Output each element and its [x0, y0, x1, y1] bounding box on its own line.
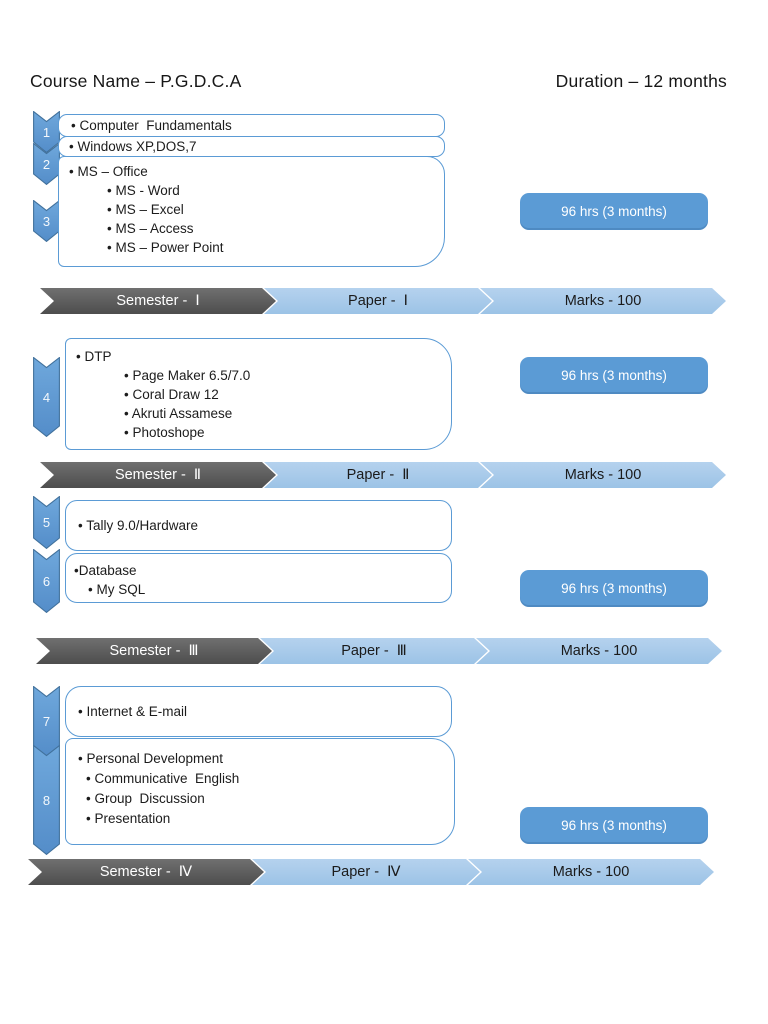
step-number: 2 [42, 156, 51, 172]
topic-line: • Page Maker 6.5/7.0 [124, 368, 251, 383]
paper-1-label: Paper - Ⅰ [264, 288, 492, 314]
step-number: 1 [42, 124, 51, 140]
topic-line: • Tally 9.0/Hardware [78, 518, 199, 533]
topic-line: • My SQL [88, 582, 146, 597]
chevron-down-icon [33, 496, 60, 549]
topic-line: • Personal Development [78, 751, 224, 766]
duration-badge-semester-2: 96 hrs (3 months) [520, 357, 708, 394]
topic-line: • Communicative English [86, 771, 240, 786]
chevron-down-icon [33, 745, 60, 855]
paper-2-label: Paper - Ⅱ [264, 462, 492, 488]
topic-line: • MS – Access [107, 221, 194, 236]
marks-1-label: Marks - 100 [480, 288, 726, 314]
semester-1-arrow-row: Semester - Ⅰ Paper - Ⅰ Marks - 100 [40, 288, 726, 314]
step-marker-3: 3 [33, 200, 60, 242]
step-number: 5 [42, 515, 51, 530]
topic-box-personal-development: • Personal Development • Communicative E… [65, 738, 455, 845]
marks-2-label: Marks - 100 [480, 462, 726, 488]
marks-4-label: Marks - 100 [468, 859, 714, 885]
page-title: Course Name – P.G.D.C.A [30, 71, 242, 91]
semester-4-arrow-row: Semester - Ⅳ Paper - Ⅳ Marks - 100 [28, 859, 714, 885]
topic-line: • DTP [76, 349, 112, 364]
duration-badge-semester-3: 96 hrs (3 months) [520, 570, 708, 607]
topic-line: • Presentation [86, 811, 171, 826]
topic-box-windows: • Windows XP,DOS,7 [58, 136, 445, 157]
step-marker-6: 6 [33, 549, 60, 613]
topic-line: • MS – Excel [107, 202, 184, 217]
chevron-down-icon [33, 549, 60, 613]
semester-3-arrow-row: Semester - Ⅲ Paper - Ⅲ Marks - 100 [36, 638, 722, 664]
step-number: 6 [42, 573, 51, 589]
topic-line: • Computer Fundamentals [71, 118, 232, 133]
topic-box-internet: • Internet & E-mail [65, 686, 452, 737]
topic-box-tally: • Tally 9.0/Hardware [65, 500, 452, 551]
topic-box-dtp: • DTP • Page Maker 6.5/7.0 • Coral Draw … [65, 338, 452, 450]
topic-line: • MS – Power Point [107, 240, 224, 255]
duration-title: Duration – 12 months [555, 71, 727, 91]
duration-badge-semester-1: 96 hrs (3 months) [520, 193, 708, 230]
topic-line: • Group Discussion [86, 791, 205, 806]
step-marker-5: 5 [33, 496, 60, 549]
topic-box-ms-office: • MS – Office • MS - Word • MS – Excel •… [58, 156, 445, 267]
duration-badge-semester-4: 96 hrs (3 months) [520, 807, 708, 844]
topic-line: • Photoshope [124, 425, 205, 440]
semester-2-label: Semester - Ⅱ [40, 462, 276, 488]
marks-3-label: Marks - 100 [476, 638, 722, 664]
topic-line: • Windows XP,DOS,7 [69, 139, 197, 154]
chevron-down-icon [33, 357, 60, 437]
step-number: 3 [42, 213, 51, 229]
topic-line: • MS – Office [69, 164, 148, 179]
topic-line: • Coral Draw 12 [124, 387, 219, 402]
step-number: 4 [42, 389, 51, 405]
topic-line: • Akruti Assamese [124, 406, 233, 421]
topic-box-database: •Database • My SQL [65, 553, 452, 603]
paper-4-label: Paper - Ⅳ [252, 859, 480, 885]
step-marker-2: 2 [33, 143, 60, 185]
semester-2-arrow-row: Semester - Ⅱ Paper - Ⅱ Marks - 100 [40, 462, 726, 488]
topic-box-computer-fundamentals: • Computer Fundamentals [58, 114, 445, 137]
semester-4-label: Semester - Ⅳ [28, 859, 264, 885]
topic-line: •Database [74, 563, 137, 578]
step-number: 7 [42, 714, 51, 729]
paper-3-label: Paper - Ⅲ [260, 638, 488, 664]
topic-line: • Internet & E-mail [78, 704, 188, 719]
step-marker-4: 4 [33, 357, 60, 437]
step-marker-8: 8 [33, 745, 60, 855]
step-number: 8 [42, 792, 51, 808]
semester-3-label: Semester - Ⅲ [36, 638, 272, 664]
semester-1-label: Semester - Ⅰ [40, 288, 276, 314]
topic-line: • MS - Word [107, 183, 180, 198]
